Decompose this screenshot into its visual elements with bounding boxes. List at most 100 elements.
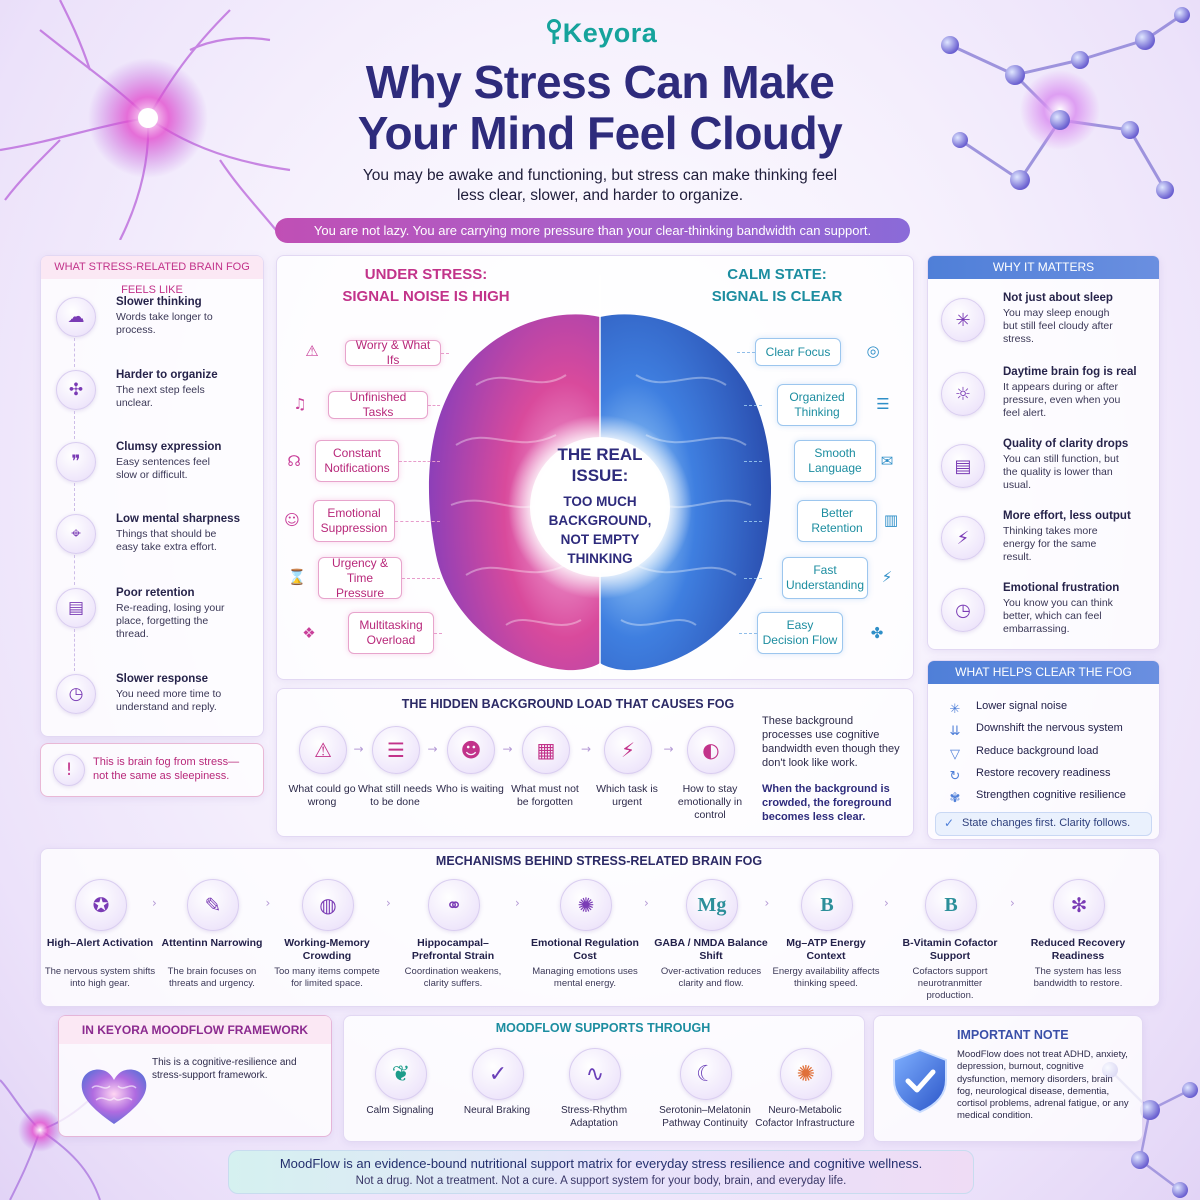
helps-item-label: Downshift the nervous system [976, 722, 1123, 734]
why-matters-item-title: Quality of clarity drops [1003, 438, 1129, 450]
alert-head-icon: ✪ [75, 879, 127, 931]
bell-icon: ♫ [293, 395, 307, 413]
clock-icon: ◷ [56, 674, 96, 714]
helps-panel: WHAT HELPS CLEAR THE FOG [927, 660, 1160, 840]
mechanism-title: GABA / NMDA Balance Shift [654, 937, 768, 962]
stress-heading-line2: SIGNAL NOISE IS HIGH [342, 288, 510, 305]
helps-item-label: Restore recovery readiness [976, 767, 1111, 779]
stress-connector [402, 578, 440, 579]
moon-icon: ☾ [680, 1048, 732, 1100]
calm-label: Organized Thinking [777, 384, 857, 426]
stress-connector [399, 461, 440, 462]
stress-connector [395, 521, 440, 522]
why-matters-item-desc: You know you can think better, which can… [1003, 597, 1113, 635]
puzzle-icon: ✣ [56, 370, 96, 410]
why-matters-item-desc: You can still function, but the quality … [1003, 453, 1119, 491]
stress-label: Unfinished Tasks [328, 390, 428, 419]
hidden-load-item-label: What could go wrong [288, 783, 356, 808]
bullseye-icon: ◎ [866, 342, 880, 360]
item-connector [74, 411, 75, 439]
branch-icon: ✤ [870, 624, 884, 642]
arrow-icon: › [386, 896, 391, 910]
calm-connector [739, 633, 757, 634]
key-logo-icon [546, 19, 561, 44]
hidden-load-item-label: How to stay emotionally in control [677, 783, 743, 821]
helps-footer: State changes first. Clarity follows. [962, 817, 1131, 829]
stress-label: Urgency & Time Pressure [318, 556, 402, 600]
mg-icon: Mg [686, 879, 738, 931]
open-book-icon: ▥ [883, 511, 899, 529]
network-icon: ✻ [1053, 879, 1105, 931]
people-icon: ☻ [447, 726, 495, 774]
feels-like-item-title: Poor retention [116, 587, 195, 599]
mechanism-desc: Managing emotions uses mental energy. [532, 966, 638, 989]
stress-label: Constant Notifications [315, 440, 399, 482]
mechanism-desc: The nervous system shifts into high gear… [44, 966, 156, 989]
arrow-icon: → [353, 742, 364, 756]
checklist-icon: ☰ [372, 726, 420, 774]
mechanism-desc: The brain focuses on threats and urgency… [167, 966, 257, 989]
mechanisms-title: MECHANISMS BEHIND STRESS-RELATED BRAIN F… [435, 854, 763, 868]
arrow-icon: → [581, 742, 592, 756]
hourglass-icon: ⌛ [287, 568, 307, 586]
book-icon: ▤ [941, 444, 985, 488]
lightning-icon: ⚡ [604, 726, 652, 774]
why-matters-item-title: Emotional frustration [1003, 582, 1120, 594]
wave-icon: ∿ [569, 1048, 621, 1100]
why-matters-item-desc: You may sleep enough but still feel clou… [1003, 307, 1113, 345]
down-arrows-icon: ⇊ [949, 723, 961, 739]
calm-heading-line1: CALM STATE: [727, 266, 827, 283]
framework-text: This is a cognitive-resilience and stres… [152, 1057, 297, 1081]
hidden-load-emphasis: When the background is crowded, the fore… [762, 783, 892, 823]
arrow-icon: › [884, 896, 889, 910]
mechanism-desc: The system has less bandwidth to restore… [1033, 966, 1123, 989]
why-matters-item-desc: It appears during or after pressure, eve… [1003, 381, 1121, 419]
arrow-icon: → [502, 742, 513, 756]
stress-connector [441, 353, 449, 354]
feels-like-item-title: Low mental sharpness [116, 513, 240, 525]
sun-head-icon: ☼ [941, 372, 985, 416]
calm-label: Clear Focus [755, 338, 841, 366]
calm-label: Better Retention [797, 500, 877, 542]
exclamation-icon: ! [53, 754, 85, 786]
brain-icon: ✾ [949, 790, 961, 806]
warning-icon: ⚠ [305, 342, 319, 360]
filter-icon: ▽ [950, 746, 960, 762]
footer-line1: MoodFlow is an evidence-bound nutritiona… [279, 1156, 923, 1171]
stress-label: Multitasking Overload [348, 612, 434, 654]
feels-like-item-desc: Easy sentences feel slow or difficult. [116, 456, 210, 481]
checklist-icon: ☰ [876, 395, 890, 413]
important-note-text: MoodFlow does not treat ADHD, anxiety, d… [957, 1049, 1129, 1122]
molecule-icon: ✺ [560, 879, 612, 931]
item-connector [74, 338, 75, 367]
lightning-icon: ⚡ [941, 516, 985, 560]
hidden-load-item-label: What still needs to be done [357, 783, 433, 808]
support-item-label: Serotonin–Melatonin Pathway Continuity [659, 1105, 751, 1129]
mechanism-title: B-Vitamin Cofactor Support [902, 937, 998, 962]
sparkle-icon: ✳ [941, 298, 985, 342]
item-connector [74, 555, 75, 585]
page-title-line2: Your Mind Feel Cloudy [357, 107, 843, 159]
heart-brain-icon [81, 1069, 147, 1124]
hidden-load-item-label: Which task is urgent [596, 783, 658, 808]
memory-head-icon: ◍ [302, 879, 354, 931]
center-issue-text: TOO MUCH BACKGROUND, NOT EMPTY THINKING [548, 494, 652, 566]
hidden-load-explanation: These background processes use cognitive… [762, 715, 900, 769]
check-icon: ✓ [944, 816, 955, 830]
calm-connector [744, 521, 762, 522]
notification-icon: ☊ [287, 452, 301, 470]
item-connector [74, 629, 75, 671]
calendar-icon: ▦ [522, 726, 570, 774]
pencil-icon: ✎ [187, 879, 239, 931]
lightning-icon: ⚡ [881, 568, 893, 586]
calm-connector [744, 461, 762, 462]
calm-connector [744, 578, 762, 579]
calm-label: Fast Understanding [782, 557, 868, 599]
why-matters-item-desc: Thinking takes more energy for the same … [1003, 525, 1098, 563]
mask-icon: ☺ [284, 511, 300, 529]
shield-check-icon: ✓ [472, 1048, 524, 1100]
arrow-icon: › [265, 896, 271, 910]
mechanism-title: Mg–ATP Energy Context [786, 937, 866, 962]
why-matters-item-title: Daytime brain fog is real [1003, 366, 1137, 378]
mechanism-title: Reduced Recovery Readiness [1030, 937, 1126, 962]
